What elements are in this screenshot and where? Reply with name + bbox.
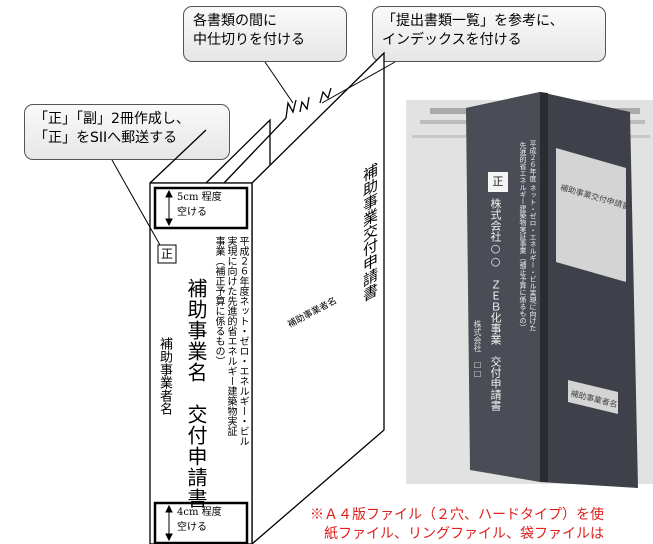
photo-company-sub: 株式会社 □□ bbox=[473, 320, 482, 378]
spine-owner: 補助事業者名 bbox=[157, 337, 172, 415]
bottom-space-label: 4cm 程度 空ける bbox=[177, 507, 222, 533]
photo-badge: 正 bbox=[492, 175, 504, 188]
spine-badge: 正 bbox=[160, 247, 173, 261]
photo-title-line-2: 先進的省エネルギー建築物実証事業（補正予算に係るもの） bbox=[519, 142, 527, 331]
top-space-label: 5cm 程度 空ける bbox=[177, 192, 222, 218]
spine-main-title: 補助事業名 交付申請書 bbox=[184, 278, 208, 509]
divider-tab-3 bbox=[319, 87, 332, 104]
binder-photo bbox=[406, 92, 653, 488]
divider-tab-1 bbox=[285, 99, 297, 119]
spine-badge-box bbox=[157, 244, 177, 264]
photo-company: 株式会社○○ ＺＥＢ化事業 交付申請書 bbox=[489, 198, 502, 411]
callout-copies: 「正」「副」2冊作成し、 「正」をSIIへ郵送する bbox=[24, 104, 230, 160]
spine-title-line-1: 平成２６年度ネット・ゼロ・エネルギー・ビル bbox=[237, 236, 248, 446]
callout-index: 「提出書類一覧」を参考に、 インデックスを付ける bbox=[372, 6, 606, 62]
callout-divider: 各書類の間に 中仕切りを付ける bbox=[183, 6, 347, 62]
photo-spine bbox=[466, 92, 540, 482]
spine-title-line-2: 実現に向けた先進的省エネルギー建築物実証 bbox=[225, 236, 236, 436]
file-type-note: ※Ａ４版ファイル（２穴、ハードタイプ）を使 紙ファイル、リングファイル、袋ファイ… bbox=[310, 507, 604, 542]
binder-page-mid bbox=[223, 117, 287, 184]
cover-title: 補助事業交付申請書 bbox=[361, 160, 379, 305]
divider-tab-2 bbox=[299, 96, 310, 113]
photo-cover bbox=[540, 92, 638, 488]
binder-spine bbox=[149, 182, 253, 544]
photo-title-line-1: 平成２６年度 ネット・ゼロ・エネルギー・ビル実現に向けた bbox=[529, 140, 537, 332]
spine-title-line-3: 事業（補正予算に係るもの） bbox=[213, 236, 224, 366]
